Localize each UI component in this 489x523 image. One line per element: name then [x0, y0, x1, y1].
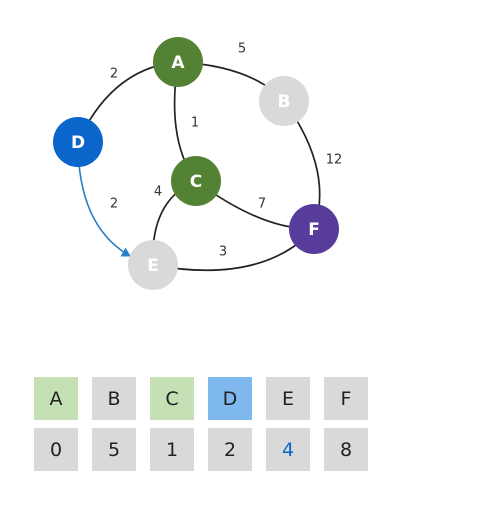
node-label-c: C: [190, 172, 202, 192]
node-b: B: [259, 76, 309, 126]
edge-weight-c-f: 7: [258, 197, 266, 212]
table-header-d: D: [208, 377, 252, 420]
node-e: E: [128, 240, 178, 290]
node-a: A: [153, 37, 203, 87]
table-value-b: 5: [92, 428, 136, 471]
node-circle-b: [259, 76, 309, 126]
edge-weight-a-b: 5: [238, 42, 246, 57]
nodes-layer: A B C D E F: [53, 37, 339, 290]
node-label-e: E: [147, 256, 159, 276]
node-label-f: F: [308, 220, 320, 240]
table-value-c: 1: [150, 428, 194, 471]
edge-weight-b-f: 12: [326, 153, 343, 168]
node-circle-e: [128, 240, 178, 290]
edge-weight-d-e: 2: [110, 197, 118, 212]
node-circle-d: [53, 117, 103, 167]
table-value-d: 2: [208, 428, 252, 471]
node-circle-c: [171, 156, 221, 206]
node-label-a: A: [171, 53, 185, 73]
edge-weight-e-f: 3: [219, 245, 227, 260]
graph-diagram: 5 2 1 12 4 7 2 3 A B C D E F: [53, 37, 343, 290]
table-value-e: 4: [266, 428, 310, 471]
edge-weight-a-d: 2: [110, 67, 118, 82]
node-c: C: [171, 156, 221, 206]
table-header-c: C: [150, 377, 194, 420]
node-circle-a: [153, 37, 203, 87]
table-header-b: B: [92, 377, 136, 420]
node-label-d: D: [71, 133, 85, 153]
table-value-f: 8: [324, 428, 368, 471]
node-label-b: B: [278, 92, 291, 112]
table-value-a: 0: [34, 428, 78, 471]
edge-weight-a-c: 1: [191, 116, 199, 131]
node-f: F: [289, 204, 339, 254]
node-circle-f: [289, 204, 339, 254]
table-header-f: F: [324, 377, 368, 420]
node-d: D: [53, 117, 103, 167]
edge-weight-c-e: 4: [154, 185, 162, 200]
table-header-a: A: [34, 377, 78, 420]
table-header-e: E: [266, 377, 310, 420]
